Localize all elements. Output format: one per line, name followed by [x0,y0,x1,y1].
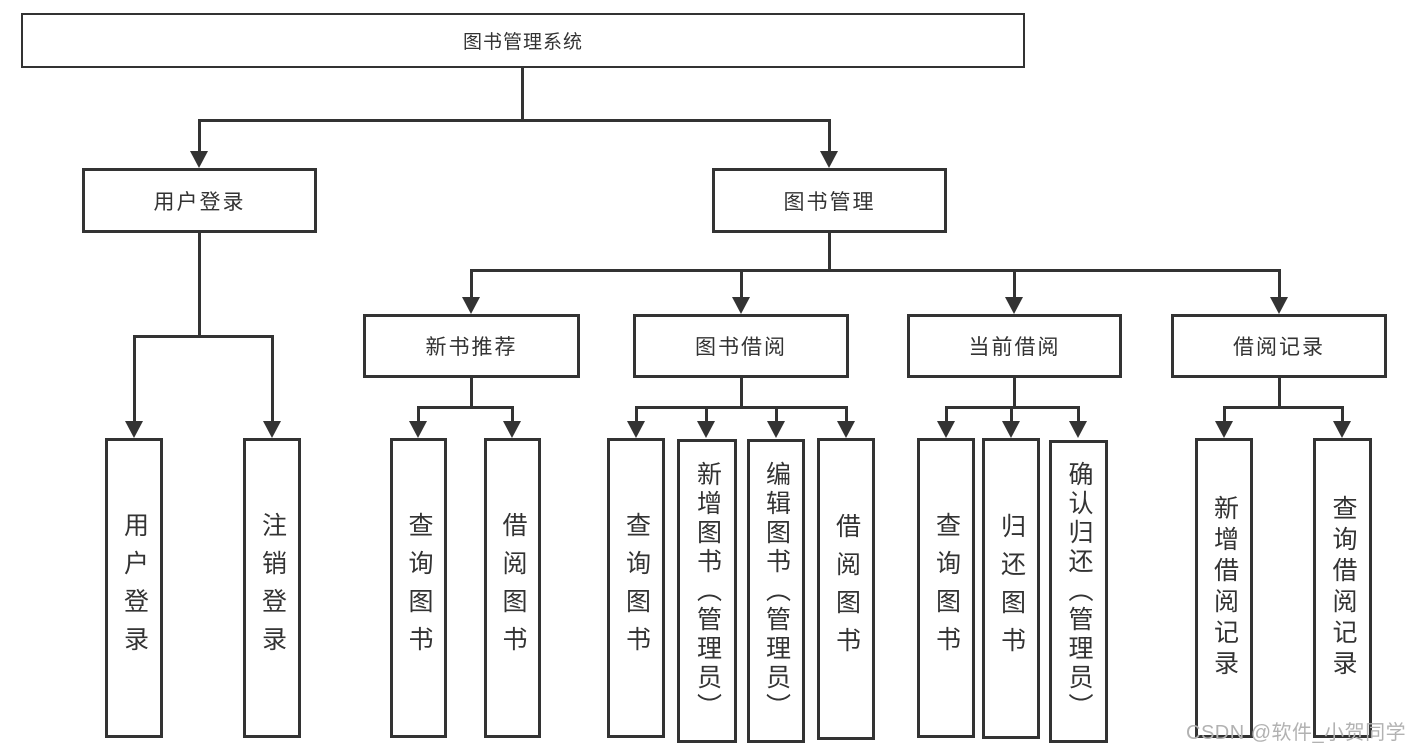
arrowhead-down-icon [409,421,427,438]
connector-line [705,406,708,423]
node-user-login-label: 用户登录 [153,190,246,214]
arrowhead-down-icon [263,421,281,438]
connector-line [1278,269,1281,299]
node-book-management-label: 图书管理 [783,190,876,214]
connector-line [1013,269,1016,299]
connector-line [1013,377,1016,409]
connector-line [417,406,420,423]
leaf-borrow-book-2-label: 借阅图书 [832,513,861,665]
connector-line [740,377,743,409]
connector-line [845,406,848,423]
arrowhead-down-icon [732,297,750,314]
leaf-add-book-admin-label: 新增图书（管理员） [693,460,722,722]
connector-line [828,119,831,153]
connector-line [1077,406,1080,423]
connector-line [133,335,274,338]
leaf-edit-book-admin-box: 编辑图书（管理员） [747,439,805,743]
connector-line [1278,377,1281,409]
connector-line [198,119,201,153]
connector-line [417,406,514,409]
connector-line [198,119,831,122]
connector-line [1341,406,1344,423]
node-borrow-record-label: 借阅记录 [1233,336,1325,359]
arrowhead-down-icon [837,421,855,438]
leaf-query-book-2-box: 查询图书 [607,438,665,738]
connector-line [1223,406,1344,409]
arrowhead-down-icon [767,421,785,438]
connector-line [635,406,638,423]
node-borrow-record-box: 借阅记录 [1171,314,1387,378]
node-current-borrow-box: 当前借阅 [907,314,1122,378]
connector-line [470,269,473,299]
arrowhead-down-icon [190,151,208,168]
arrowhead-down-icon [1002,421,1020,438]
connector-line [511,406,514,423]
leaf-query-book-1-box: 查询图书 [390,438,447,738]
connector-line [1010,406,1013,423]
leaf-query-book-2-label: 查询图书 [622,512,651,664]
leaf-query-book-3-label: 查询图书 [932,512,961,664]
leaf-query-borrow-record-label: 查询借阅记录 [1329,495,1357,681]
node-new-book-recommend-label: 新书推荐 [425,336,518,359]
arrowhead-down-icon [1215,421,1233,438]
arrowhead-down-icon [1333,421,1351,438]
connector-line [1223,406,1226,423]
node-book-borrow-box: 图书借阅 [633,314,849,378]
leaf-confirm-return-admin-box: 确认归还（管理员） [1049,440,1108,743]
leaf-add-borrow-record-label: 新增借阅记录 [1210,495,1239,681]
leaf-query-book-3-box: 查询图书 [917,438,975,738]
arrowhead-down-icon [627,421,645,438]
leaf-logout-label: 注销登录 [258,512,287,664]
connector-line [521,66,524,121]
arrowhead-down-icon [1270,297,1288,314]
leaf-add-book-admin-box: 新增图书（管理员） [677,439,737,743]
leaf-borrow-book-2-box: 借阅图书 [817,438,875,740]
connector-line [828,232,831,271]
connector-line [945,406,948,423]
leaf-confirm-return-admin-label: 确认归还（管理员） [1065,461,1093,722]
connector-line [740,269,743,299]
connector-line [470,377,473,409]
node-book-management-box: 图书管理 [712,168,947,233]
node-root-label: 图书管理系统 [462,32,583,53]
leaf-logout-box: 注销登录 [243,438,301,738]
arrowhead-down-icon [462,297,480,314]
arrowhead-down-icon [937,421,955,438]
leaf-user-login-label: 用户登录 [120,512,149,664]
arrowhead-down-icon [820,151,838,168]
leaf-query-book-1-label: 查询图书 [405,512,433,664]
leaf-return-book-label: 归还图书 [997,512,1026,665]
arrowhead-down-icon [1005,297,1023,314]
leaf-user-login-box: 用户登录 [105,438,163,738]
leaf-return-book-box: 归还图书 [982,438,1040,739]
connector-line [198,232,201,336]
leaf-query-borrow-record-box: 查询借阅记录 [1313,438,1372,738]
node-current-borrow-label: 当前借阅 [968,336,1061,359]
connector-line [133,335,136,423]
node-new-book-recommend-box: 新书推荐 [363,314,580,378]
arrowhead-down-icon [125,421,143,438]
connector-line [635,406,847,409]
node-root-box: 图书管理系统 [21,13,1025,68]
arrowhead-down-icon [1069,421,1087,438]
leaf-borrow-book-1-label: 借阅图书 [499,512,527,664]
node-book-borrow-label: 图书借阅 [695,336,787,359]
leaf-borrow-book-1-box: 借阅图书 [484,438,541,738]
csdn-watermark: CSDN @软件_小贺同学 [1186,722,1405,744]
leaf-edit-book-admin-label: 编辑图书（管理员） [762,460,791,722]
leaf-add-borrow-record-box: 新增借阅记录 [1195,438,1253,738]
connector-line [470,269,1281,272]
connector-line [271,335,274,423]
arrowhead-down-icon [697,421,715,438]
node-user-login-box: 用户登录 [82,168,317,233]
arrowhead-down-icon [503,421,521,438]
connector-line [775,406,778,423]
